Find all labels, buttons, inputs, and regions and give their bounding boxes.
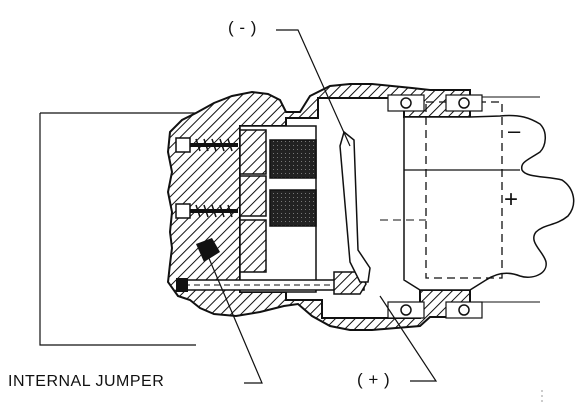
cable-bundle — [403, 114, 575, 291]
contact-insert-upper — [239, 129, 267, 175]
mounting-hole-bottom-left — [387, 301, 425, 319]
spring-coil-upper — [269, 139, 317, 179]
leader-positive — [379, 295, 438, 382]
mounting-hole-top-left — [387, 94, 425, 112]
mounting-panel-outline — [39, 112, 196, 346]
cable-minus-label: – — [508, 118, 521, 143]
mounting-hole-top-right — [445, 94, 483, 112]
positive-terminal-label: ( + ) — [357, 370, 391, 389]
internal-jumper-label: INTERNAL JUMPER — [8, 373, 165, 390]
contact-insert-middle — [239, 175, 267, 217]
leader-jumper — [207, 255, 263, 384]
spring-coil-lower — [269, 189, 317, 227]
terminal-screw-upper — [175, 137, 238, 153]
bus-bar-conductor — [339, 130, 371, 283]
mounting-hole-bottom-right — [445, 301, 483, 319]
dashed-cable-outline — [425, 101, 503, 279]
cable-plus-label: + — [504, 186, 519, 213]
negative-terminal-label: ( - ) — [228, 18, 257, 37]
internal-jumper-part — [196, 238, 220, 262]
terminal-screw-lower — [175, 203, 238, 219]
contact-insert-lower — [239, 219, 267, 273]
leader-negative — [276, 29, 351, 147]
